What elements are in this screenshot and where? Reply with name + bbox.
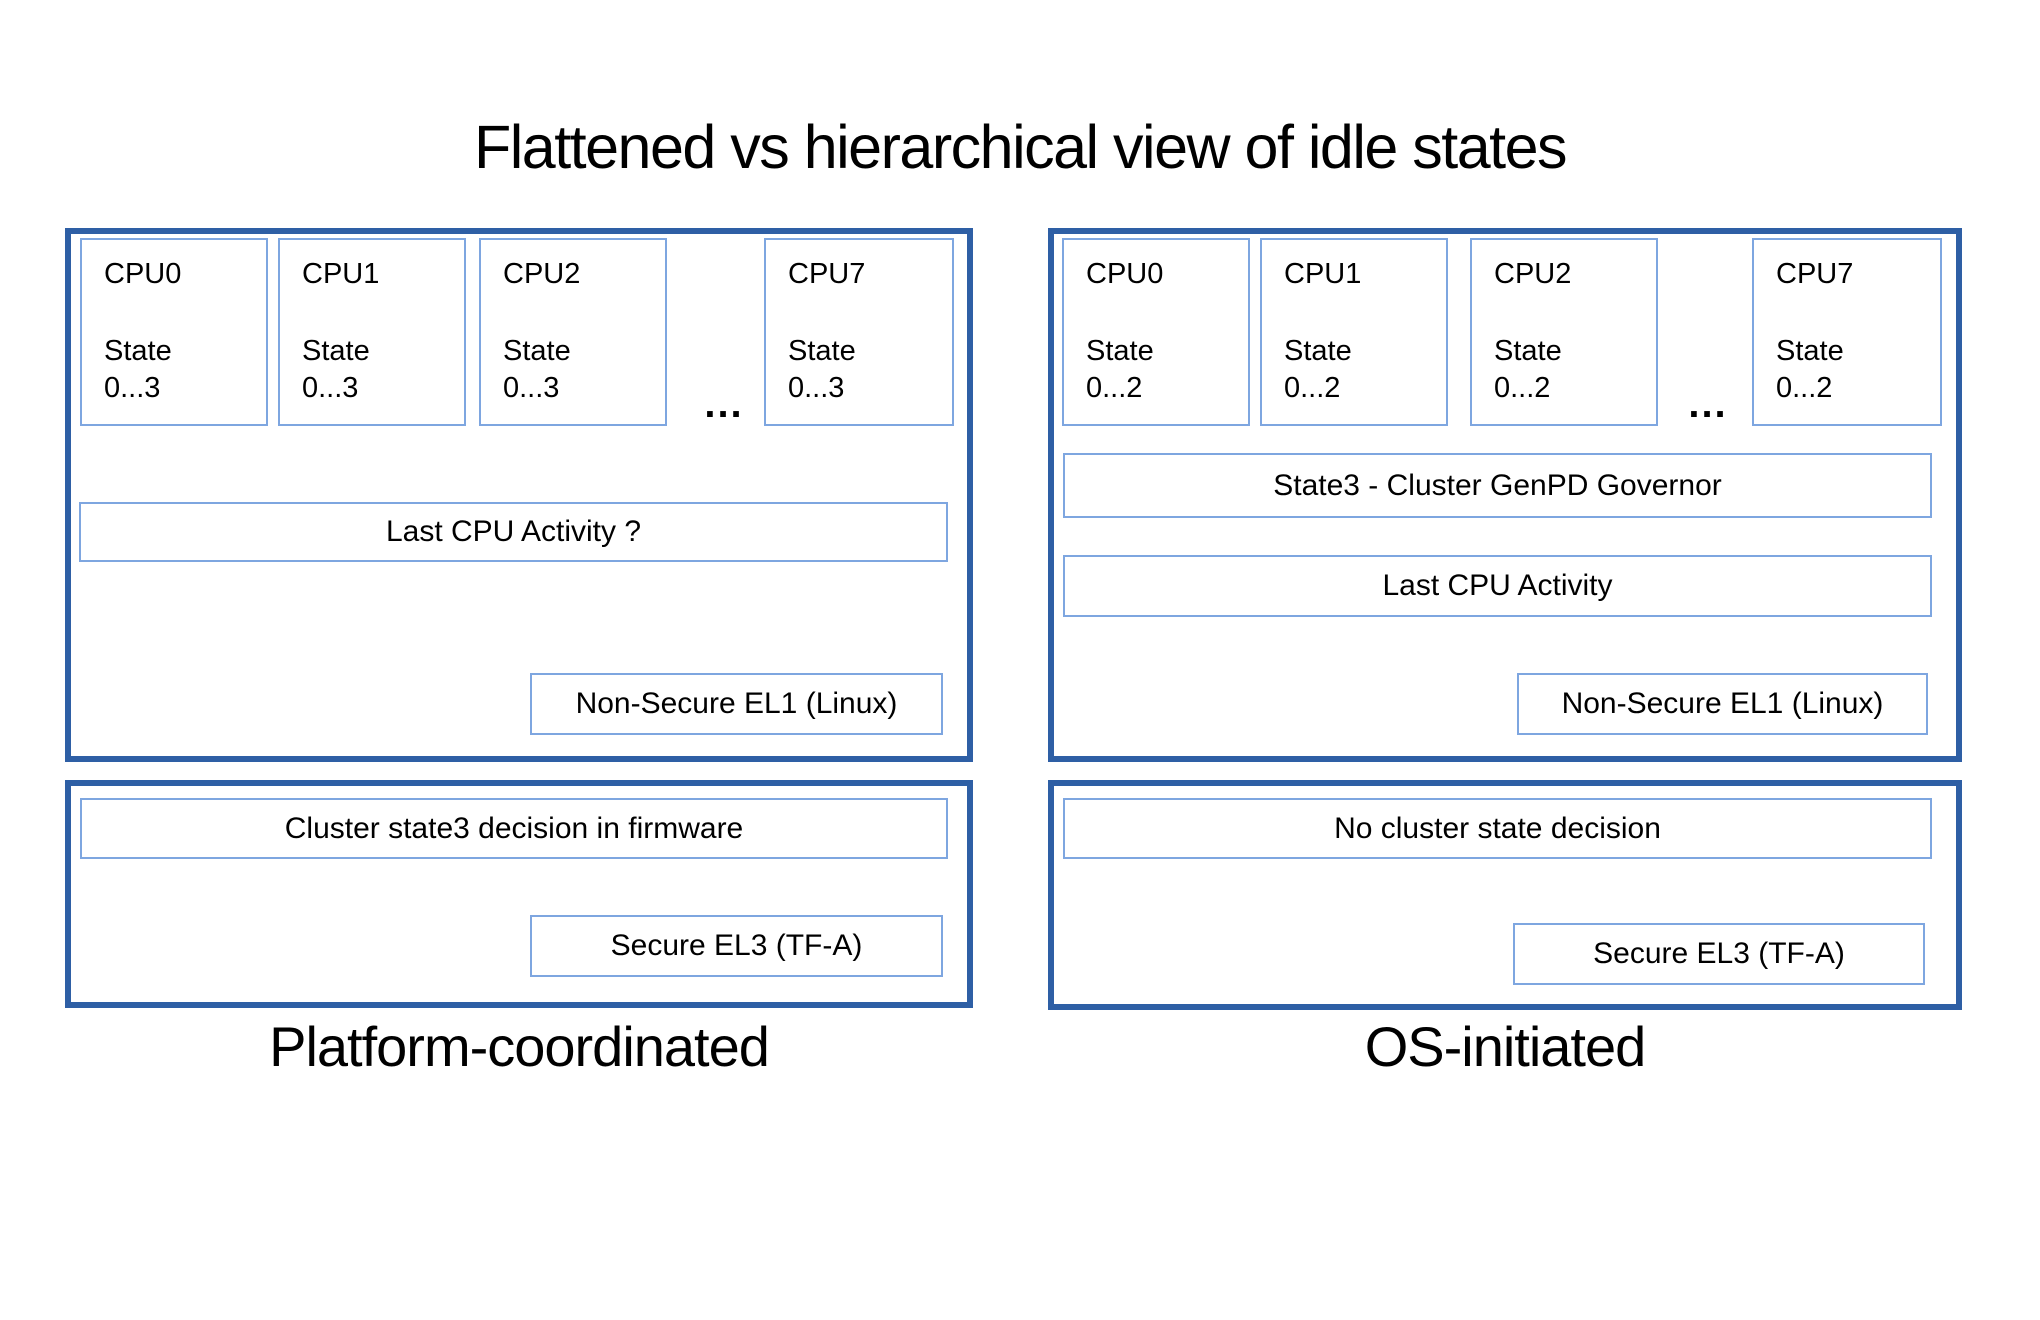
cpu-box: CPU0 State 0...2 — [1062, 238, 1250, 426]
cluster-decision-box: No cluster state decision — [1063, 798, 1932, 859]
cpu-box: CPU2 State 0...3 — [479, 238, 667, 426]
secure-el3-box: Secure EL3 (TF-A) — [530, 915, 943, 977]
cpu-state-range: State 0...3 — [302, 334, 370, 405]
cpu-name: CPU7 — [788, 258, 866, 290]
panel-platform-coordinated-el1: CPU0 State 0...3 CPU1 State 0...3 CPU2 S… — [65, 228, 973, 762]
cluster-genpd-governor-box: State3 - Cluster GenPD Governor — [1063, 453, 1932, 518]
non-secure-el1-box: Non-Secure EL1 (Linux) — [530, 673, 943, 735]
caption-os-initiated: OS-initiated — [1364, 1015, 1647, 1078]
cpu-name: CPU1 — [302, 258, 380, 290]
panel-platform-coordinated-el3: Cluster state3 decision in firmware Secu… — [65, 780, 973, 1008]
panel-os-initiated-el1: CPU0 State 0...2 CPU1 State 0...2 CPU2 S… — [1048, 228, 1962, 762]
cpu-box: CPU2 State 0...2 — [1470, 238, 1658, 426]
cpu-name: CPU0 — [104, 258, 182, 290]
cpu-ellipsis: ... — [1688, 382, 1728, 426]
cpu-ellipsis: ... — [704, 382, 744, 426]
cpu-state-range: State 0...3 — [503, 334, 571, 405]
diagram-title: Flattened vs hierarchical view of idle s… — [473, 113, 1568, 181]
cpu-name: CPU1 — [1284, 258, 1362, 290]
last-cpu-activity-box: Last CPU Activity ? — [79, 502, 948, 562]
last-cpu-activity-box: Last CPU Activity — [1063, 555, 1932, 617]
caption-platform-coordinated: Platform-coordinated — [269, 1015, 770, 1078]
cpu-box: CPU1 State 0...2 — [1260, 238, 1448, 426]
cpu-name: CPU2 — [1494, 258, 1572, 290]
secure-el3-box: Secure EL3 (TF-A) — [1513, 923, 1925, 985]
cpu-box: CPU1 State 0...3 — [278, 238, 466, 426]
cpu-state-range: State 0...2 — [1494, 334, 1562, 405]
non-secure-el1-box: Non-Secure EL1 (Linux) — [1517, 673, 1928, 735]
panel-os-initiated-el3: No cluster state decision Secure EL3 (TF… — [1048, 780, 1962, 1010]
cpu-state-range: State 0...2 — [1086, 334, 1154, 405]
cpu-name: CPU2 — [503, 258, 581, 290]
cpu-name: CPU7 — [1776, 258, 1854, 290]
cpu-name: CPU0 — [1086, 258, 1164, 290]
cpu-box: CPU7 State 0...2 — [1752, 238, 1942, 426]
cpu-state-range: State 0...2 — [1284, 334, 1352, 405]
cpu-state-range: State 0...2 — [1776, 334, 1844, 405]
cpu-state-range: State 0...3 — [788, 334, 856, 405]
cpu-box: CPU0 State 0...3 — [80, 238, 268, 426]
cpu-state-range: State 0...3 — [104, 334, 172, 405]
cluster-decision-box: Cluster state3 decision in firmware — [80, 798, 948, 859]
cpu-box: CPU7 State 0...3 — [764, 238, 954, 426]
